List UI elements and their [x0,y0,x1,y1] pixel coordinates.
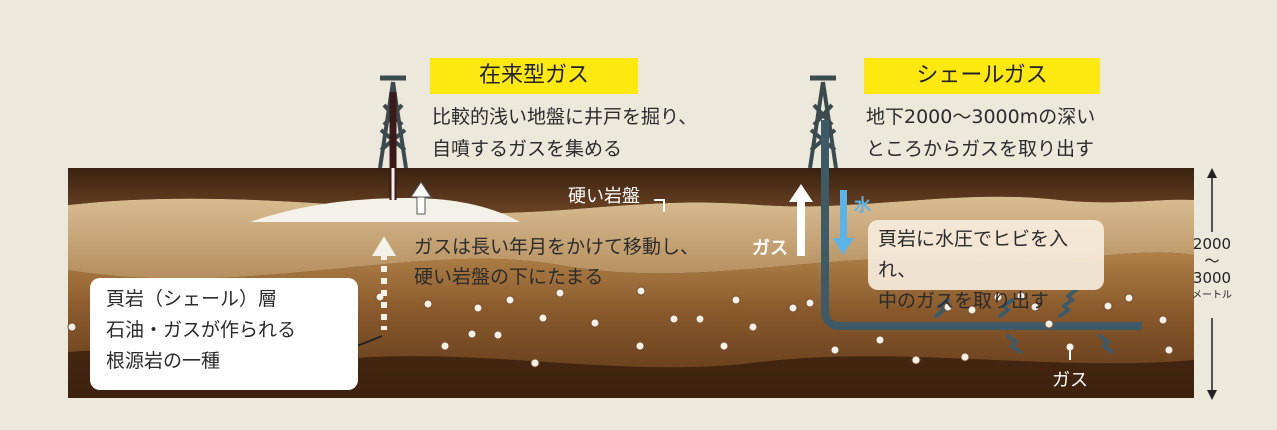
fracking-panel: 頁岩に水圧でヒビを入れ、 中のガスを取り出す [868,220,1104,312]
fracking-line-2: 中のガスを取り出す [878,290,1050,312]
shale-layer-line-2: 石油・ガスが作られる [106,319,297,341]
depth-to: 3000 [1192,269,1232,287]
shale-desc-1: 地下2000〜3000mの深い [866,106,1096,128]
migration-label-1: ガスは長い年月をかけて移動し、 [414,236,700,258]
conventional-desc-1: 比較的浅い地盤に井戸を掘り、 [432,106,698,128]
shale-gas-up-arrow [789,184,813,256]
fracking-line-1: 頁岩に水圧でヒビを入れ、 [878,228,1069,281]
water-label: 水 [854,196,871,216]
gas-label: ガス [1052,370,1088,391]
depth-tilde: 〜 [1204,252,1220,270]
fracture-marks [934,288,1114,354]
shale-title: シェールガス [864,58,1100,94]
horizontal-well-pipe [821,120,1142,330]
migration-arrow [372,236,396,330]
conventional-gas-up-arrow [410,181,432,215]
depth-from: 2000 [1192,235,1232,253]
shale-layer-line-1: 頁岩（シェール）層 [106,288,278,310]
gas-dots [67,286,1174,368]
shale-gas-up-label: ガス [752,238,788,259]
conventional-title: 在来型ガス [430,58,638,94]
depth-scale-label: 2000 〜 3000 メートル [1190,236,1234,304]
shale-layer-panel: 頁岩（シェール）層 石油・ガスが作られる 根源岩の一種 [90,278,358,390]
migration-label-2: 硬い岩盤の下にたまる [414,266,604,288]
conventional-desc-2: 自噴するガスを集める [432,138,623,160]
shale-desc-2: ところからガスを取り出す [866,138,1095,160]
depth-unit: メートル [1192,290,1232,301]
gas-pocket [250,198,520,222]
shale-layer-line-3: 根源岩の一種 [106,350,221,372]
hard-rock-pointer [654,199,665,212]
hard-rock-label: 硬い岩盤 [568,186,640,207]
water-down-arrow [833,190,854,255]
